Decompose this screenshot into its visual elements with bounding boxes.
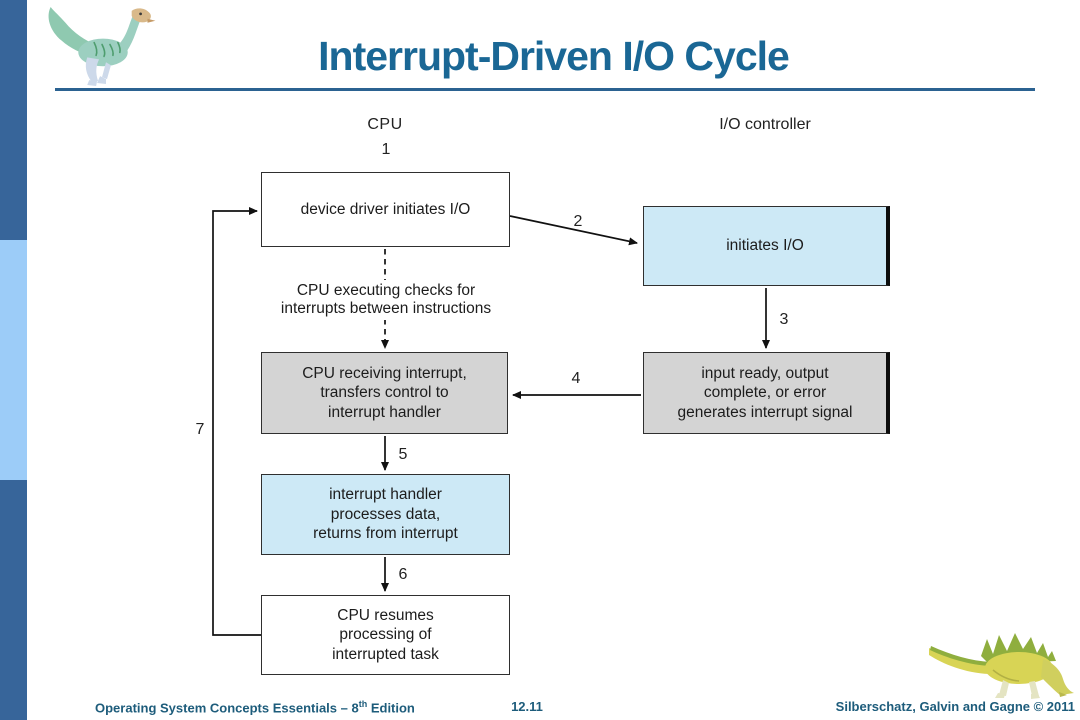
footer-edition-superscript: th	[358, 699, 368, 709]
footer-page-number: 12.11	[511, 699, 543, 714]
dinosaur-art-icon	[929, 633, 1074, 699]
footer-authors-credit: Silberschatz, Galvin and Gagne © 2011	[835, 699, 1075, 714]
slide-footer: Operating System Concepts Essentials – 8…	[0, 697, 1080, 720]
accent-bar-segment-light	[0, 240, 27, 480]
slide-title: Interrupt-Driven I/O Cycle	[318, 33, 790, 79]
step-number-5: 5	[398, 446, 408, 463]
box-interrupt-handler-processes: interrupt handler processes data, return…	[261, 474, 510, 555]
accent-bar-segment-dark-top	[0, 0, 27, 240]
box-cpu-receiving-interrupt: CPU receiving interrupt, transfers contr…	[261, 352, 508, 434]
box-cpu-resumes: CPU resumes processing of interrupted ta…	[261, 595, 510, 675]
step-number-6: 6	[398, 566, 408, 583]
step-number-3: 3	[779, 311, 789, 328]
column-header-io-controller: I/O controller	[719, 116, 811, 133]
box-device-driver-initiates-io: device driver initiates I/O	[261, 172, 510, 247]
arrow-step7	[212, 207, 261, 636]
footer-book-title: Operating System Concepts Essentials – 8…	[95, 699, 415, 715]
note-cpu-executing-checks: CPU executing checks for interrupts betw…	[230, 280, 542, 320]
step-number-2: 2	[573, 213, 583, 230]
step-number-7: 7	[195, 421, 205, 438]
footer-book-text: Operating System Concepts Essentials – 8	[95, 700, 359, 716]
step-number-1: 1	[381, 141, 391, 158]
box-input-ready-output-complete: input ready, output complete, or error g…	[643, 352, 890, 434]
step-number-4: 4	[571, 370, 581, 387]
accent-bar-segment-dark-bottom	[0, 480, 27, 720]
dinosaur-logo-icon	[48, 6, 156, 87]
title-underline	[55, 88, 1035, 91]
footer-edition-text: Edition	[367, 700, 415, 716]
box-initiates-io: initiates I/O	[643, 206, 890, 286]
column-header-cpu: CPU	[367, 116, 403, 133]
left-accent-bar	[0, 0, 27, 720]
